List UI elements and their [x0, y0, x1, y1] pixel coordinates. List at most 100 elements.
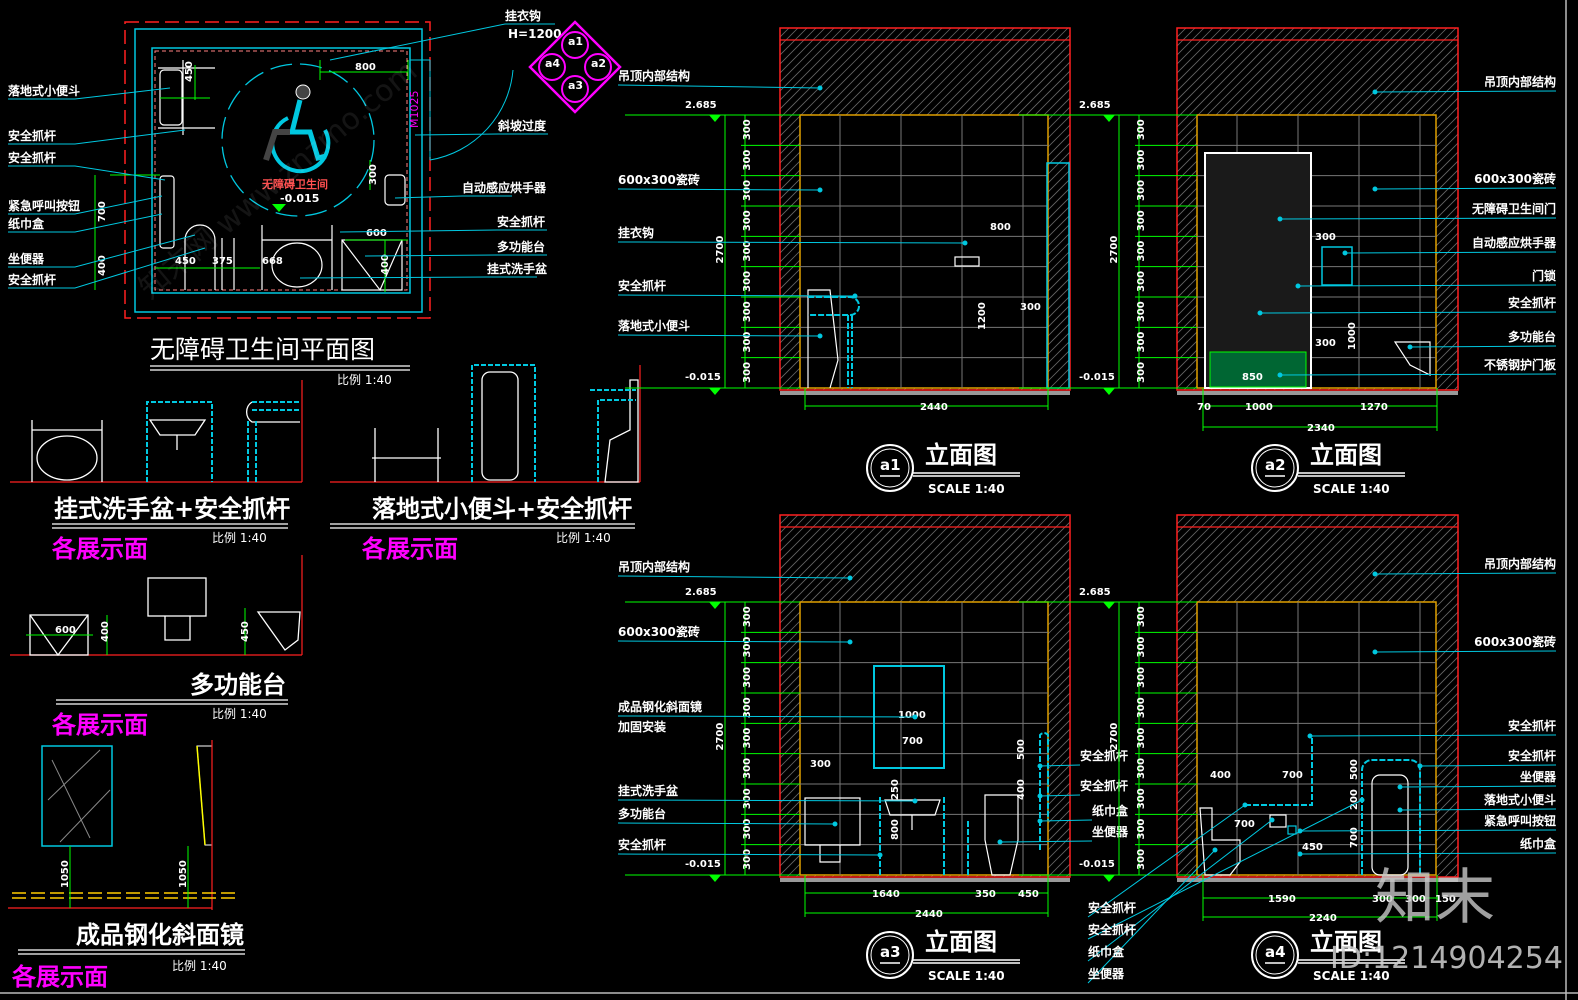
elevation-index-symbol[interactable]: a1 a2 a3 a4 [528, 20, 622, 114]
hatch-line [1177, 515, 1268, 606]
row-dimension: 300 [742, 241, 753, 262]
hatch-line [1177, 28, 1241, 92]
callout-label: 安全抓杆 [1080, 778, 1128, 793]
leader-line [8, 165, 166, 181]
leader-dot [1372, 571, 1378, 577]
elevation-scale: SCALE 1:40 [928, 482, 1005, 496]
dim-line [804, 388, 1049, 410]
height-dimension [625, 601, 800, 876]
detail-title: 多功能台 [190, 671, 286, 699]
callout-label: 纸巾盒 [1092, 803, 1129, 818]
callout-label: 600x300瓷砖 [1474, 634, 1556, 649]
row-dimension: 300 [742, 362, 753, 383]
leader-line [1399, 785, 1557, 788]
plan-dim: 450 [175, 256, 196, 267]
callout-label: 门锁 [1532, 268, 1556, 283]
plan-label: 挂衣钩 [505, 8, 541, 23]
hatch-line [1177, 28, 1349, 200]
leader-line [617, 715, 916, 718]
leader-line [1299, 852, 1557, 855]
hatch-line [780, 515, 961, 696]
row-dimension: 300 [742, 849, 753, 870]
leader-line [617, 853, 881, 856]
door-swing [410, 59, 514, 161]
title-underline [880, 959, 1020, 964]
leader-line [329, 23, 555, 61]
elevation-a1: 30030030030030030030030030027002.685-0.0… [617, 27, 1071, 496]
index-label: a4 [545, 57, 560, 70]
leader-lines [1257, 89, 1557, 378]
hatch-line [780, 515, 979, 714]
callout-label: 挂衣钩 [618, 225, 654, 240]
height-dimension [625, 114, 800, 389]
hatch-line [1177, 28, 1277, 128]
width-dimension-value: 150 [1435, 894, 1456, 905]
plan-label: 斜坡过度 [497, 118, 547, 133]
total-height-dimension: 2700 [1109, 236, 1120, 264]
leader-dot [912, 798, 918, 804]
leader-line [8, 129, 186, 145]
callout-label: 挂式洗手盆 [618, 783, 679, 798]
hatch-line [1002, 322, 1070, 390]
hatch-line [780, 515, 925, 660]
hatch-line [1177, 515, 1349, 687]
leader-line [1419, 764, 1557, 767]
plan-dim: 800 [355, 62, 376, 73]
hatch-line [1177, 515, 1331, 669]
plan-label: 多功能台 [497, 239, 545, 254]
row-dimension: 300 [742, 758, 753, 779]
row-dimension: 300 [742, 606, 753, 627]
leader-dot [852, 293, 858, 299]
hatch-line [780, 515, 907, 642]
level-top: 2.685 [1079, 587, 1111, 598]
urinal [807, 289, 839, 389]
leader-dot [962, 240, 968, 246]
row-dimension: 300 [742, 210, 753, 231]
inner-dimension: 500 [1349, 759, 1360, 780]
hatch-line [780, 515, 844, 579]
tile-grid [1197, 602, 1436, 875]
plan-dim: 450 [184, 61, 195, 82]
elevation-tag-inner-circle [1255, 935, 1295, 975]
plan-label: 自动感应烘手器 [462, 180, 547, 195]
leader-line [1344, 251, 1557, 254]
hatch-line [1177, 28, 1295, 146]
grab-bar [1039, 732, 1049, 850]
plan-label: 紧急呼叫按钮 [8, 198, 80, 213]
leader-dot [1269, 817, 1275, 823]
elevation-outline [1176, 514, 1459, 878]
leader-dot [1359, 797, 1365, 803]
callout-label: 纸巾盒 [1520, 836, 1557, 851]
callout-label: 吊顶内部结构 [1484, 556, 1556, 571]
inner-dimension: 700 [1349, 827, 1360, 848]
level-top: 2.685 [1079, 100, 1111, 111]
row-dimension: 300 [742, 332, 753, 353]
width-dimension-value: 2240 [1309, 913, 1337, 924]
level-top: 2.685 [685, 100, 717, 111]
leader-dot [832, 821, 838, 827]
elevation-outline [779, 514, 1071, 878]
callout-label: 坐便器 [1520, 769, 1557, 784]
leader-dot [1242, 802, 1248, 808]
leader-line [617, 84, 821, 89]
hatch-line [1381, 313, 1458, 390]
width-dimension [1202, 388, 1438, 431]
hatch-line [993, 800, 1070, 877]
leader-line [1297, 284, 1557, 287]
callout-label: 安全抓杆 [1508, 748, 1556, 763]
detail-dim: 1050 [60, 860, 71, 888]
leader-dot [1397, 807, 1403, 813]
multifunction-table [1393, 341, 1431, 376]
plan-labels: 落地式小便斗安全抓杆安全抓杆紧急呼叫按钮纸巾盒坐便器安全抓杆挂衣钩H=1200斜… [8, 8, 562, 287]
hatch-line [1177, 515, 1304, 642]
elevation-scale: SCALE 1:40 [1313, 969, 1390, 983]
row-dimension: 300 [1136, 119, 1147, 140]
callout-label: 自动感应烘手器 [1472, 235, 1557, 250]
hatch-line [780, 28, 952, 200]
wall-grab-bar-plan [159, 175, 175, 249]
callout-label: 坐便器 [1092, 824, 1129, 839]
leader-dot [817, 187, 823, 193]
height-dimension [1019, 114, 1197, 389]
elevation-title: 立面图 [1310, 928, 1382, 956]
